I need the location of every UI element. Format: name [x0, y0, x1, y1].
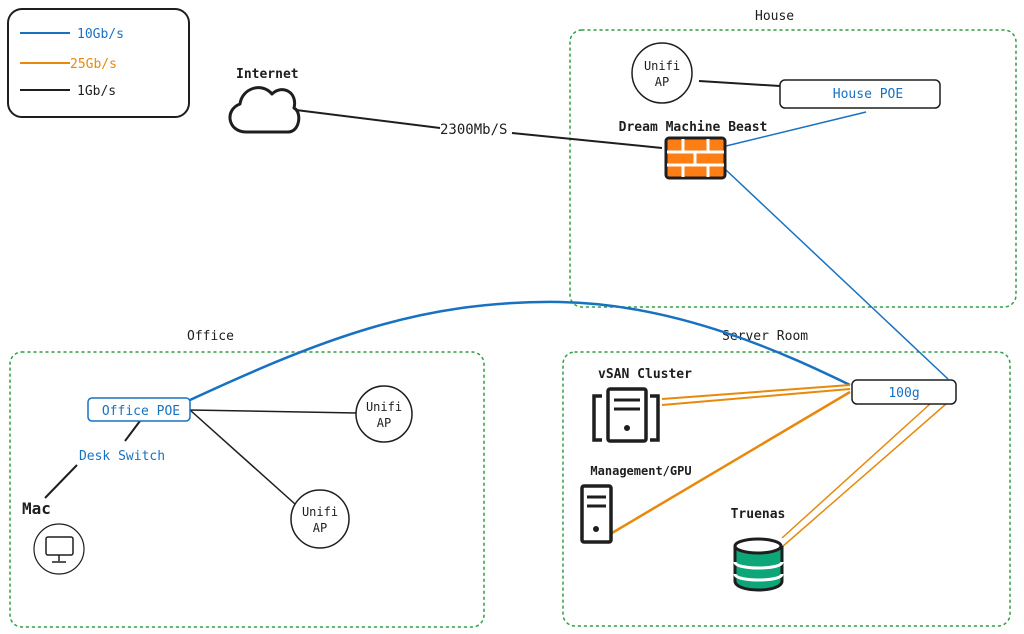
server-cluster-icon[interactable]: [592, 387, 660, 443]
office-ap2-line2: AP: [313, 521, 327, 535]
monitor-icon[interactable]: [33, 523, 85, 575]
desk-switch-link: [124, 420, 141, 442]
wan-link-label: 2300Mb/S: [440, 122, 507, 138]
dmb-core-link: [725, 169, 949, 380]
mac-label: Mac: [22, 499, 51, 518]
house-zone-label: House: [755, 9, 794, 24]
house-poe-label: House POE: [833, 87, 903, 102]
house-ap-link: [698, 80, 781, 87]
office-ap2-circle[interactable]: [290, 489, 350, 549]
truenas-link-2: [781, 403, 947, 548]
house-ap-line1: Unifi: [644, 59, 680, 73]
office-ap1-link: [189, 409, 358, 414]
office-core-link: [189, 300, 851, 402]
house-zone: [569, 29, 1017, 308]
management-link: [611, 390, 851, 535]
truenas-label: Truenas: [731, 507, 786, 522]
wan-link-line: [295, 109, 441, 129]
connections: [44, 80, 949, 548]
database-icon[interactable]: [733, 537, 784, 592]
house-ap-line2: AP: [655, 75, 669, 89]
legend-label-25gb: 25Gb/s: [70, 57, 117, 72]
desk-switch-label[interactable]: Desk Switch: [79, 449, 165, 464]
core-switch-label: 100g: [888, 386, 919, 401]
vsan-label: vSAN Cluster: [598, 367, 692, 382]
management-label: Management/GPU: [590, 464, 691, 478]
office-zone: [9, 351, 485, 628]
legend: 10Gb/s 25Gb/s 1Gb/s: [7, 8, 190, 118]
office-poe-label: Office POE: [102, 404, 180, 419]
house-ap-circle[interactable]: [631, 42, 693, 104]
legend-label-10gb: 10Gb/s: [77, 27, 124, 42]
house-poe-box[interactable]: [779, 79, 941, 109]
core-switch-box[interactable]: [851, 379, 957, 405]
legend-box: [7, 8, 190, 118]
house-poe-link: [725, 111, 867, 147]
office-ap1-circle[interactable]: [355, 385, 413, 443]
vsan-link-2: [661, 388, 851, 406]
office-ap1-line2: AP: [377, 416, 391, 430]
vsan-link-1: [661, 384, 851, 400]
office-poe-box[interactable]: [87, 397, 191, 422]
cloud-icon: [228, 86, 301, 134]
mac-link: [44, 464, 78, 499]
legend-label-1gb: 1Gb/s: [77, 84, 116, 99]
server-room-zone: [562, 351, 1011, 627]
office-ap2-link: [189, 409, 296, 505]
dream-machine-label: Dream Machine Beast: [619, 120, 768, 135]
wan-link-line-2: [511, 132, 663, 149]
internet-label: Internet: [236, 67, 299, 82]
office-ap1-line1: Unifi: [366, 400, 402, 414]
truenas-link-1: [781, 403, 931, 539]
firewall-icon[interactable]: [664, 136, 727, 180]
server-icon[interactable]: [580, 484, 613, 544]
office-ap2-line1: Unifi: [302, 505, 338, 519]
office-zone-label: Office: [187, 329, 234, 344]
